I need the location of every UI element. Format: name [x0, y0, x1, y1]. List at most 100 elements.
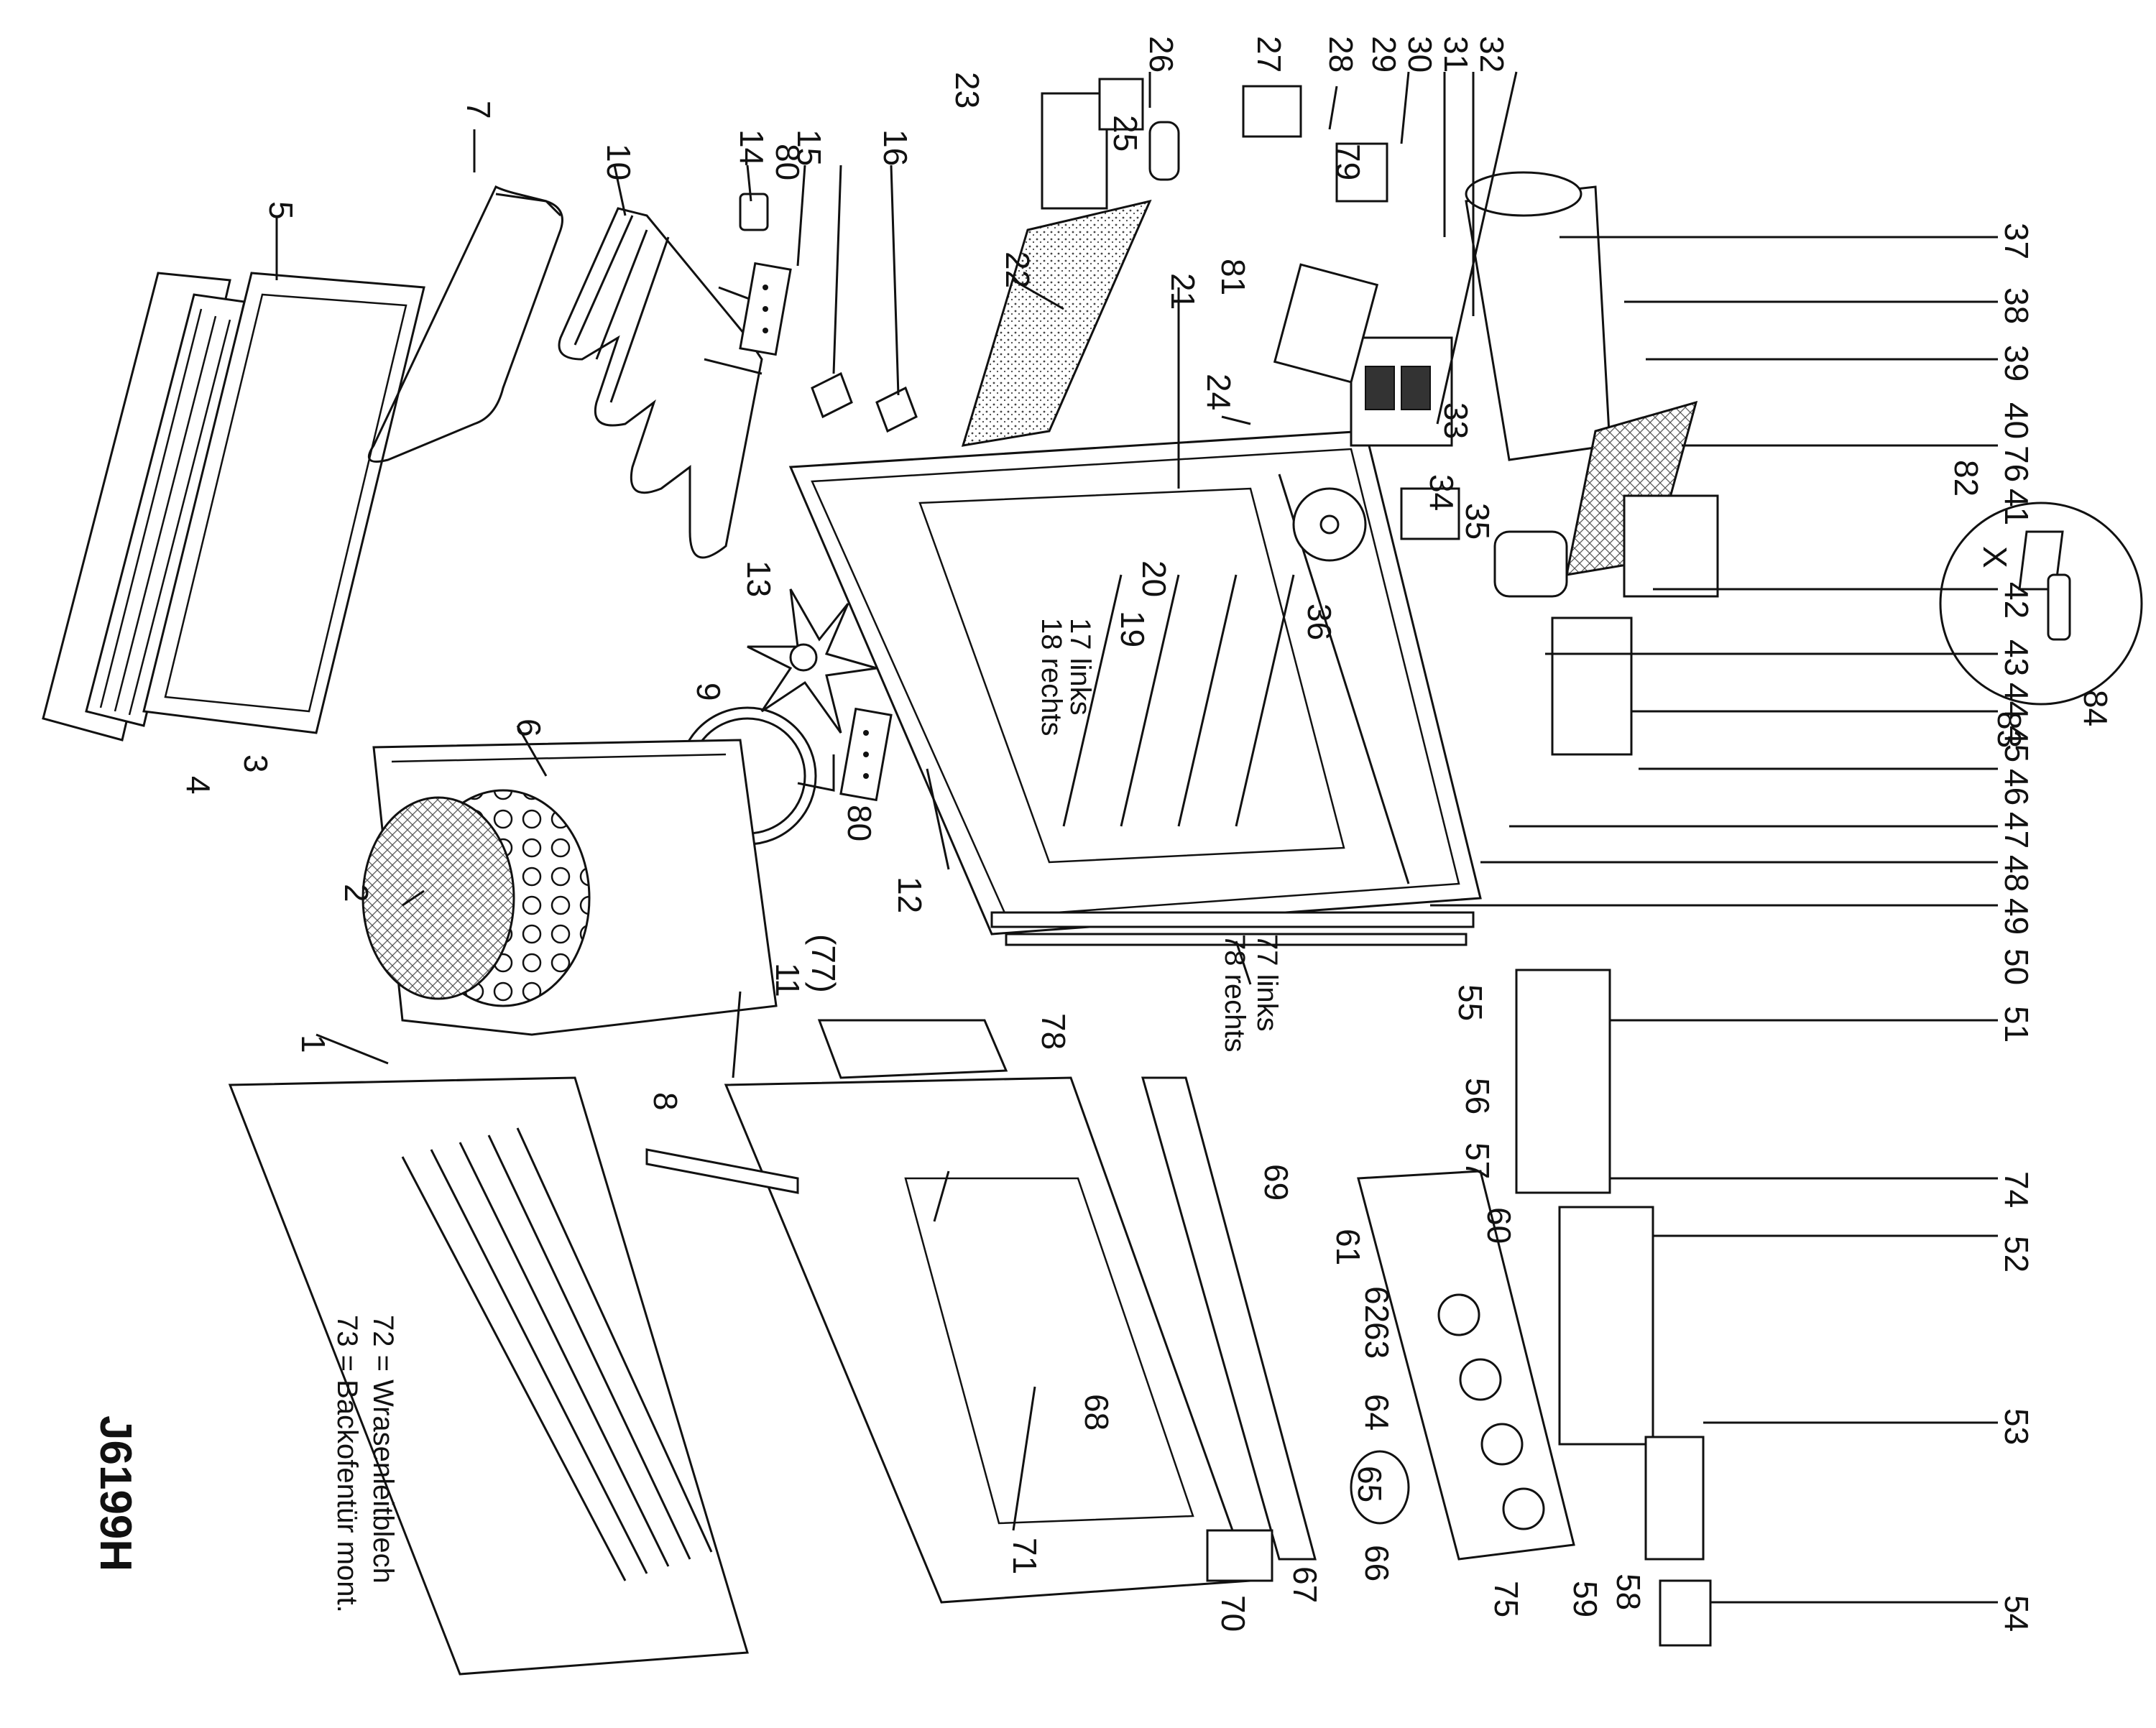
label-54: 54: [1998, 1595, 2035, 1632]
contactor-43: [1551, 616, 1633, 756]
knob-66: [1350, 1450, 1410, 1525]
label-28: 28: [1322, 36, 1360, 73]
motor-29: [1335, 142, 1388, 203]
label-65: 65: [1351, 1466, 1388, 1502]
heating-element-10: [558, 207, 777, 559]
clip-14: [739, 193, 769, 231]
label-25: 25: [1107, 115, 1144, 152]
label-56: 56: [1459, 1078, 1496, 1114]
label-63: 63: [1358, 1322, 1396, 1359]
clip-16: [875, 386, 918, 433]
leader-lines: [275, 71, 1998, 1604]
label-78: 78: [1035, 1013, 1072, 1050]
label-11: 11: [769, 963, 806, 997]
relay-block-51: [1515, 969, 1611, 1194]
label-46: 46: [1998, 769, 2035, 805]
part-number-labels: 1 2 3 4 5 6 7 8 9 10 11 12 13 14 15 16 1…: [180, 36, 2114, 1632]
label-8: 8: [647, 1092, 684, 1111]
label-81: 81: [1215, 259, 1252, 295]
label-32: 32: [1473, 36, 1511, 73]
label-35: 35: [1459, 503, 1496, 540]
label-26: 26: [1143, 36, 1180, 73]
terminal-plate-80b: [839, 707, 893, 802]
label-66: 66: [1358, 1545, 1396, 1581]
label-5: 5: [262, 201, 300, 220]
label-2: 2: [338, 884, 375, 902]
label-74: 74: [1998, 1171, 2035, 1208]
label-13: 13: [740, 560, 778, 597]
label-27: 27: [1250, 36, 1288, 73]
label-10: 10: [600, 144, 637, 180]
label-34: 34: [1423, 474, 1460, 511]
relay-block-52: [1558, 1206, 1654, 1446]
label-42: 42: [1998, 582, 2035, 619]
terminal-block-23: [1041, 92, 1108, 210]
label-83: 83: [1991, 711, 2028, 748]
label-22: 22: [999, 251, 1036, 288]
label-20: 20: [1135, 560, 1173, 597]
label-48: 48: [1998, 855, 2035, 892]
label-19: 19: [1114, 611, 1151, 647]
detail-circle-x: [1939, 502, 2143, 706]
label-53: 53: [1998, 1408, 2035, 1445]
detail-x-mark: X: [1976, 546, 2014, 568]
oven-fan-13: [747, 588, 877, 734]
side-rails-77-78: [990, 911, 1475, 946]
label-14: 14: [733, 129, 770, 166]
heating-element-7: [367, 185, 563, 463]
legend-line-73: 73 = Backofentür mont.: [331, 1315, 363, 1613]
label-24: 24: [1200, 374, 1238, 410]
label-76: 76: [1998, 445, 2035, 482]
label-29: 29: [1365, 36, 1403, 73]
note-17-links: 17 links: [1064, 618, 1096, 716]
label-44: 44: [1998, 683, 2035, 719]
clip-15: [811, 371, 853, 419]
label-9: 9: [690, 683, 727, 701]
label-58: 58: [1610, 1574, 1647, 1610]
oven-cavity: [788, 430, 1482, 935]
legend-line-72: 72 = Wrasenleitblech: [367, 1315, 399, 1584]
label-68: 68: [1078, 1394, 1115, 1431]
note-18-rechts: 18 rechts: [1036, 618, 1067, 736]
label-57: 57: [1459, 1142, 1496, 1179]
handle-70: [1206, 1529, 1273, 1582]
drawing-title: J6199H: [91, 1415, 140, 1571]
label-71: 71: [1006, 1538, 1044, 1574]
label-49: 49: [1998, 898, 2035, 935]
label-12: 12: [891, 877, 929, 913]
label-69: 69: [1258, 1164, 1295, 1201]
label-82: 82: [1948, 460, 1985, 496]
pump-41: [1623, 494, 1719, 598]
label-45: 45: [1998, 726, 2035, 762]
label-15: 15: [791, 129, 828, 166]
label-39: 39: [1998, 345, 2035, 382]
capacitor-42: [1493, 530, 1568, 598]
fan-blade-36: [1292, 487, 1367, 562]
label-47: 47: [1998, 812, 2035, 849]
terminal-plate-80a: [739, 262, 792, 356]
label-60: 60: [1480, 1207, 1518, 1244]
label-61: 61: [1330, 1229, 1367, 1265]
label-67: 67: [1286, 1566, 1324, 1603]
label-59: 59: [1567, 1581, 1604, 1617]
switch-25: [1098, 78, 1144, 131]
label-6: 6: [510, 719, 548, 737]
grease-filter-2: [361, 789, 591, 1007]
label-38: 38: [1998, 287, 2035, 324]
label-64: 64: [1358, 1394, 1396, 1431]
motor-35: [1400, 487, 1460, 540]
switch-54: [1659, 1579, 1712, 1647]
motor-37: [1465, 171, 1611, 461]
label-70: 70: [1215, 1595, 1252, 1632]
board-27: [1242, 85, 1302, 138]
label-40: 40: [1998, 402, 2035, 439]
label-41: 41: [1998, 489, 2035, 525]
label-30: 30: [1401, 36, 1439, 73]
lamp-26: [1148, 121, 1180, 181]
label-33: 33: [1437, 402, 1475, 439]
transformer-33: [1350, 336, 1453, 447]
label-75: 75: [1488, 1581, 1525, 1617]
label-55: 55: [1452, 984, 1489, 1021]
